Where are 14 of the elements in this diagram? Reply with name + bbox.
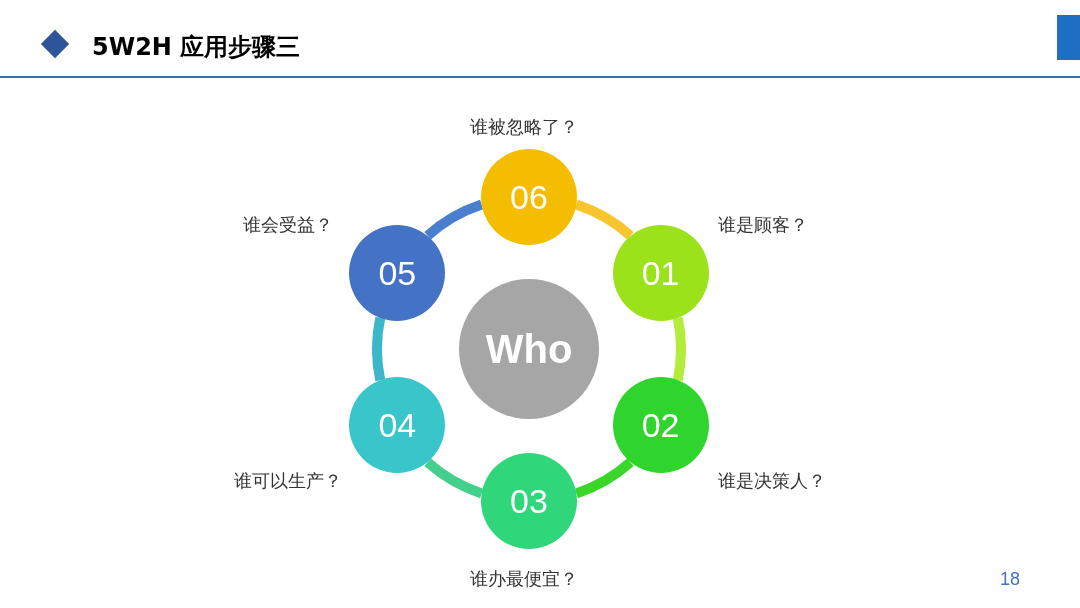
question-text: 谁是决策人？: [718, 470, 826, 493]
ring-segment: [424, 458, 484, 499]
page-number: 18: [1000, 568, 1021, 591]
question-text: 谁办最便宜？: [470, 568, 578, 591]
ring-segment: [574, 458, 634, 499]
ring-segment: [672, 317, 686, 381]
question-text: 谁是顾客？: [718, 214, 808, 237]
slide-title: 5W2H 应用步骤三: [92, 32, 301, 63]
ring-segment: [372, 317, 386, 381]
question-text: 谁被忽略了？: [470, 116, 578, 139]
ring-segment: [574, 199, 634, 240]
question-text: 谁会受益？: [243, 214, 333, 237]
ring-segment: [424, 199, 484, 240]
question-text: 谁可以生产？: [234, 470, 342, 493]
